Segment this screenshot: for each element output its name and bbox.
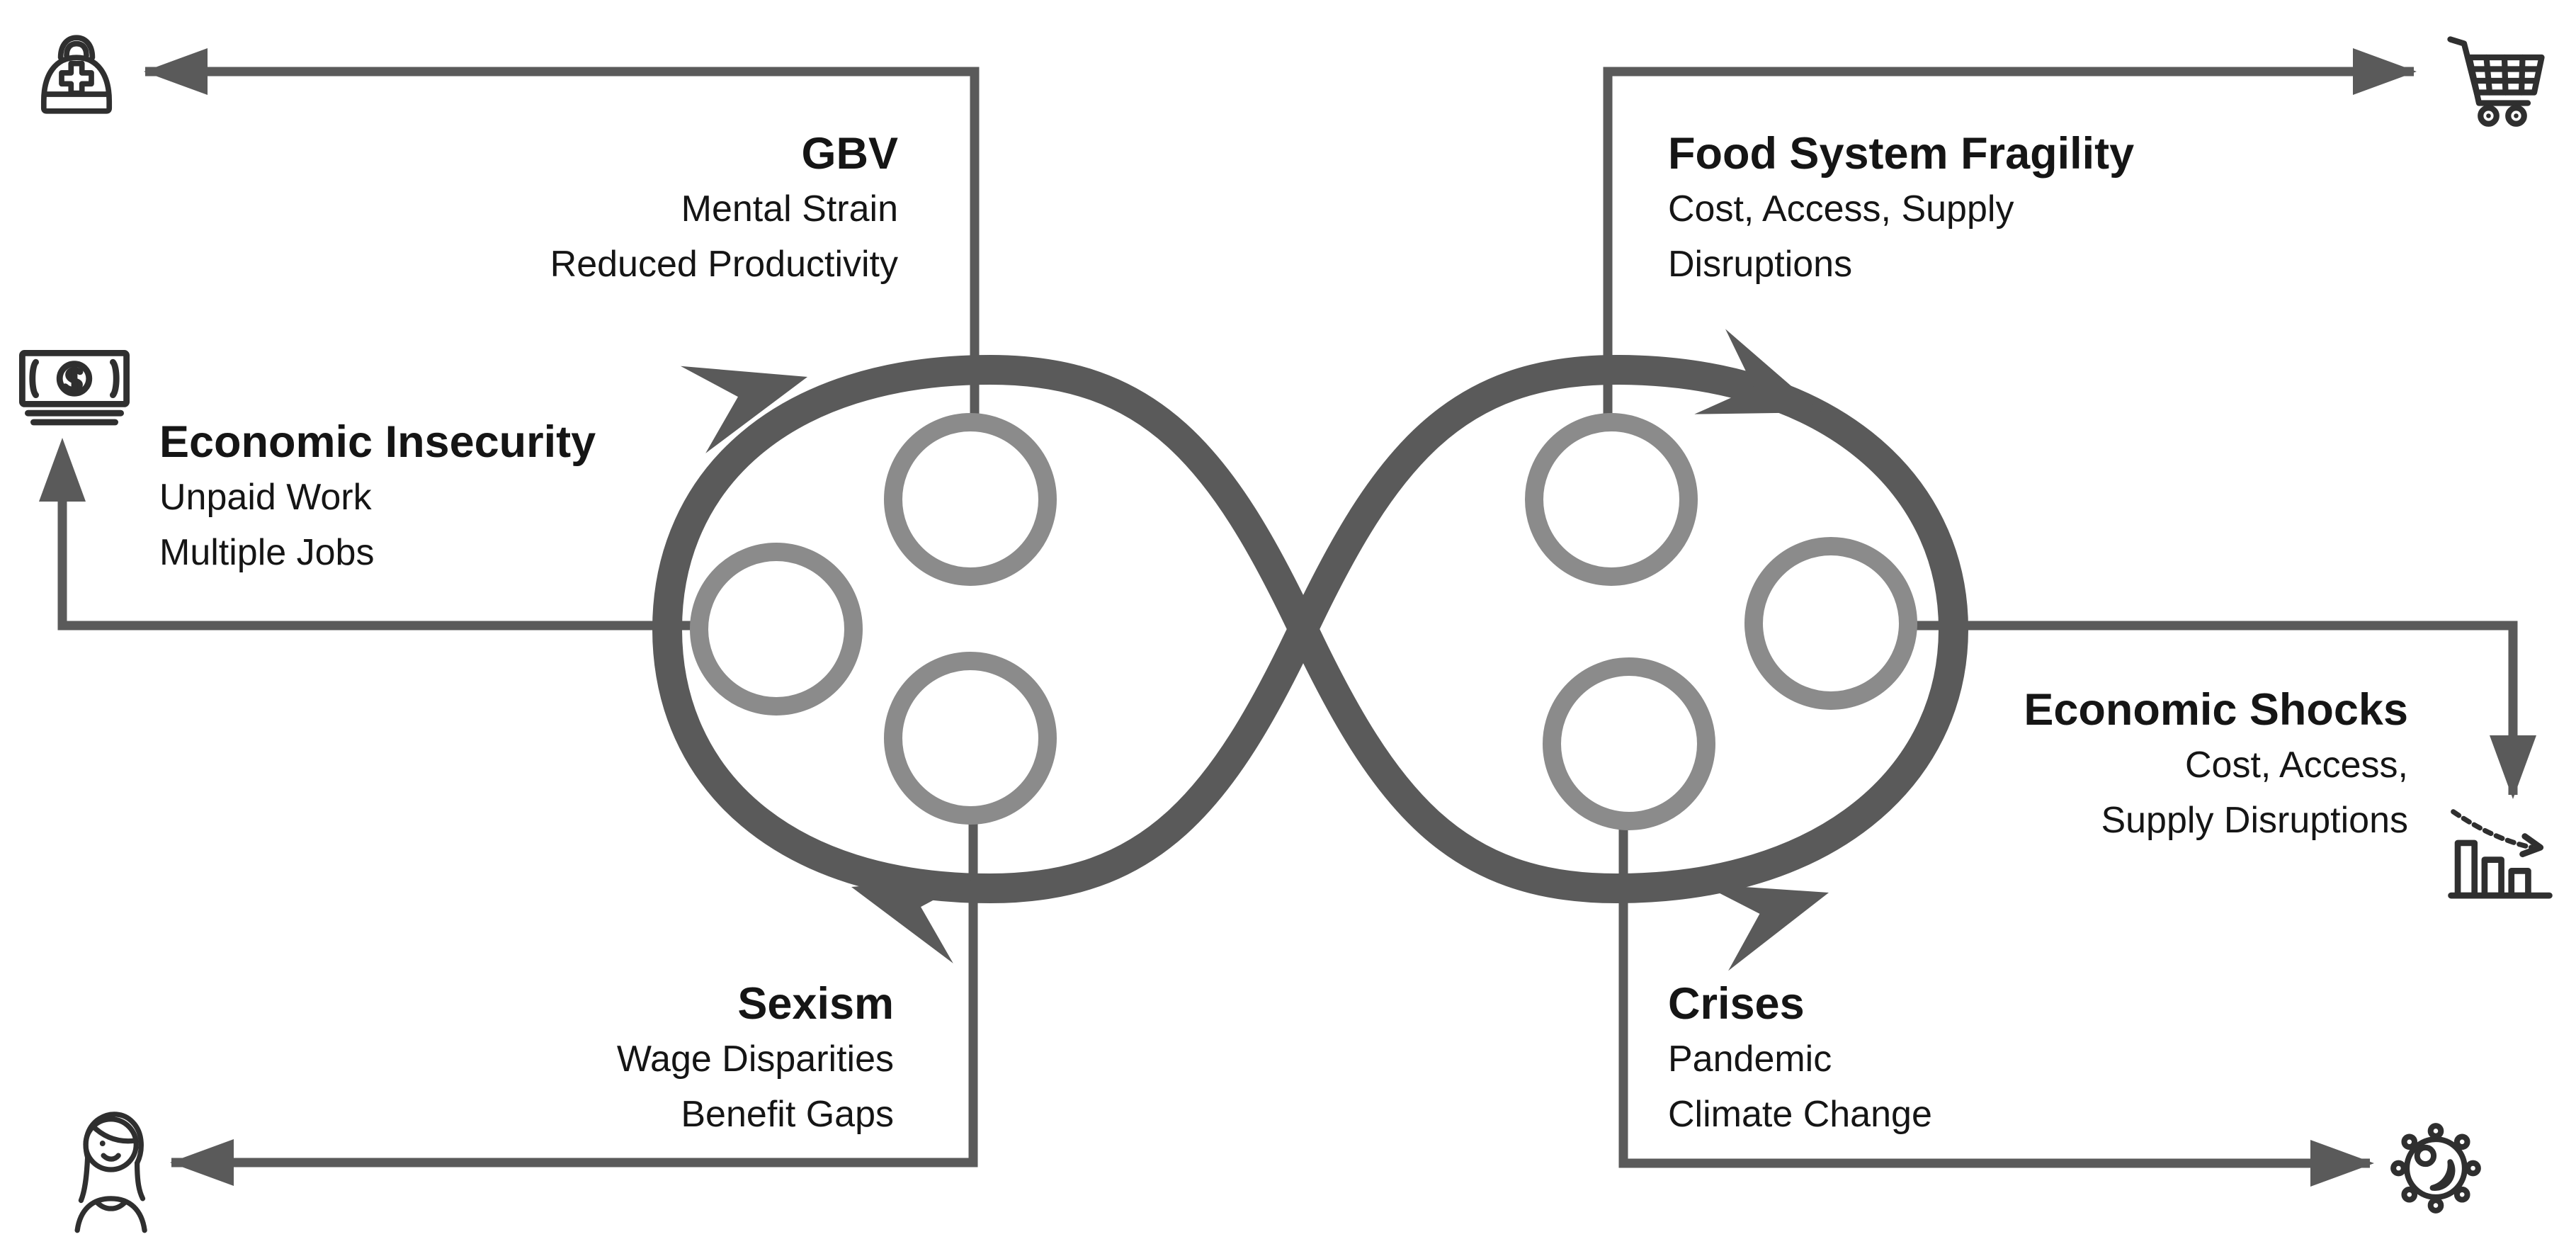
label-economic-insecurity-line: Unpaid Work xyxy=(159,477,372,518)
connector-food-to-cart xyxy=(1603,67,2414,424)
cycle-ring-right-bottom xyxy=(1543,657,1715,830)
label-gbv-line: Mental Strain xyxy=(681,188,898,230)
connector-gbv-to-medical xyxy=(145,67,980,424)
label-crises-line: Climate Change xyxy=(1668,1094,1932,1135)
label-economic-shocks: Economic Shocks Cost, Access, Supply Dis… xyxy=(2024,682,2408,848)
arrowhead-to-chart xyxy=(2490,735,2536,799)
cycle-ring-right-middle xyxy=(1744,537,1917,710)
label-economic-insecurity-line: Multiple Jobs xyxy=(159,532,375,573)
label-crises-line: Pandemic xyxy=(1668,1039,1832,1080)
loop-arrowhead-left-top xyxy=(680,366,807,453)
label-sexism-line: Wage Disparities xyxy=(616,1039,894,1080)
arrowhead-to-medical xyxy=(144,48,208,95)
label-economic-insecurity: Economic Insecurity Unpaid Work Multiple… xyxy=(159,414,596,580)
cycle-ring-left-top xyxy=(884,413,1057,586)
first-aid-bag-icon xyxy=(27,20,126,119)
label-economic-shocks-line: Cost, Access, xyxy=(2185,745,2408,786)
label-gbv: GBV Mental Strain Reduced Productivity xyxy=(550,126,898,292)
cycle-ring-right-top xyxy=(1525,413,1698,586)
label-food-system-fragility-line: Disruptions xyxy=(1668,244,1853,285)
label-sexism: Sexism Wage Disparities Benefit Gaps xyxy=(617,976,894,1142)
shopping-cart-icon xyxy=(2442,26,2552,132)
label-gbv-line: Reduced Productivity xyxy=(550,244,898,285)
arrowhead-to-money xyxy=(39,438,86,502)
label-food-system-fragility-line: Cost, Access, Supply xyxy=(1668,188,2014,230)
money-icon xyxy=(18,346,131,431)
label-food-system-fragility-title: Food System Fragility xyxy=(1668,129,2135,179)
label-economic-insecurity-title: Economic Insecurity xyxy=(159,417,596,467)
woman-icon xyxy=(62,1099,156,1234)
label-food-system-fragility: Food System Fragility Cost, Access, Supp… xyxy=(1668,126,2134,292)
label-gbv-title: GBV xyxy=(801,129,898,179)
infinity-loop-path xyxy=(652,354,1969,904)
cycle-ring-left-middle xyxy=(690,543,863,716)
connector-sexism-to-woman xyxy=(171,815,978,1167)
virus-icon xyxy=(2384,1115,2487,1221)
arrowhead-to-woman xyxy=(170,1139,234,1186)
label-economic-shocks-line: Supply Disruptions xyxy=(2101,800,2408,841)
arrowhead-to-virus xyxy=(2310,1140,2374,1187)
connector-crises-to-virus xyxy=(1618,818,2370,1168)
label-crises-title: Crises xyxy=(1668,979,1805,1029)
loop-arrowhead-right-top xyxy=(1694,329,1822,414)
cycle-ring-left-bottom xyxy=(884,652,1057,825)
label-crises: Crises Pandemic Climate Change xyxy=(1668,976,1932,1142)
loop-arrowhead-right-bottom xyxy=(1701,883,1829,971)
connector-loop-to-money xyxy=(57,453,703,631)
declining-chart-icon xyxy=(2444,801,2557,901)
arrowhead-to-cart xyxy=(2353,48,2417,95)
label-sexism-line: Benefit Gaps xyxy=(681,1094,894,1135)
label-sexism-title: Sexism xyxy=(737,979,894,1029)
label-economic-shocks-title: Economic Shocks xyxy=(2024,685,2408,735)
loop-arrowhead-left-bottom xyxy=(851,876,979,963)
